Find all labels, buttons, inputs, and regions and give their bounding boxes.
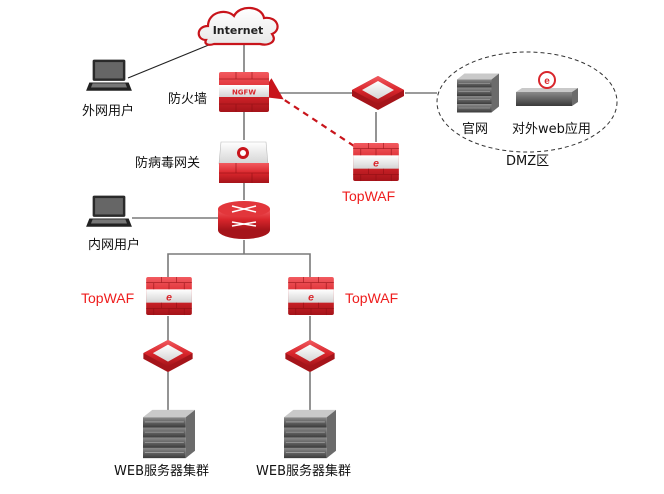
cluster-right-server-icon[interactable] [283,409,337,459]
cluster-left-server-icon[interactable] [142,409,196,459]
external-user-label: 外网用户 [82,104,135,119]
ie-badge-icon [538,71,556,89]
cluster-right-label: WEB服务器集群 [256,464,351,479]
ie-badge-glyph: e [544,76,550,87]
firewall-badge: NGFW [232,89,256,97]
web-server-side [572,88,578,106]
internet-label: Internet [213,24,264,37]
internal-user-laptop-icon[interactable] [86,195,132,227]
dmz-waf-icon[interactable] [352,142,400,182]
firewall-device[interactable]: NGFW [219,72,269,112]
switch-right-icon[interactable] [285,339,335,373]
official-site-server-icon[interactable] [456,73,500,113]
firewall-label: 防火墙 [168,92,208,107]
antivirus-gateway-device[interactable] [218,141,269,183]
waf-right-label: TopWAF [345,290,399,306]
waf-right-icon[interactable] [287,276,335,316]
web-server-icon [516,92,572,106]
core-router[interactable] [218,201,270,239]
waf-left-label: TopWAF [81,290,135,306]
firewall-band [219,85,269,97]
dashed-arrow-waf-to-firewall [259,78,355,147]
dmz-switch-icon[interactable] [352,76,404,110]
dmz-waf-label: TopWAF [342,188,396,204]
dmz-zone-boundary [436,51,618,153]
switch-left-icon[interactable] [143,339,193,373]
web-server-top [516,88,578,92]
external-user-laptop-icon[interactable] [86,59,132,91]
router-arrows [231,205,257,227]
cloud-icon [197,6,279,46]
external-web-app-label: 对外web应用 [512,122,591,137]
firewall-brick-lines [219,72,269,112]
internet-cloud[interactable]: Internet [197,6,279,46]
waf-left-icon[interactable] [145,276,193,316]
edge-external-user-internet [127,41,217,79]
antivirus-shield-inner [240,150,246,156]
dmz-zone-label: DMZ区 [506,154,550,169]
official-site-label: 官网 [462,122,489,137]
antivirus-brick-lines [219,163,269,183]
internal-user-label: 内网用户 [88,238,141,253]
cluster-left-label: WEB服务器集群 [114,464,209,479]
external-web-app-server[interactable]: e [516,71,578,106]
edge-bus [167,253,311,282]
antivirus-gateway-label: 防病毒网关 [135,156,201,171]
